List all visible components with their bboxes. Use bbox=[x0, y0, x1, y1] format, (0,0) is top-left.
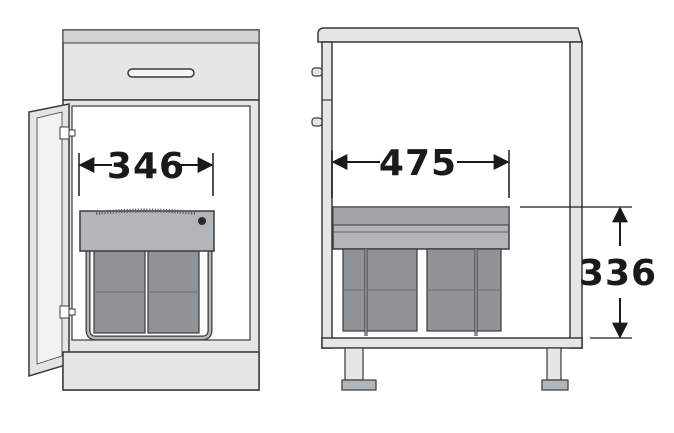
side-view-cabinet bbox=[311, 27, 583, 391]
cabinet-front-panel bbox=[321, 41, 333, 349]
door-knob-side bbox=[311, 117, 323, 127]
cabinet-back-panel bbox=[569, 41, 583, 349]
hinge-top bbox=[59, 126, 76, 140]
hinge-bottom bbox=[59, 305, 76, 319]
width-dimension-label: 346 bbox=[107, 146, 185, 187]
cabinet-bottom bbox=[321, 337, 583, 349]
height-dimension-label: 336 bbox=[579, 253, 657, 294]
front-bin-unit bbox=[79, 208, 215, 341]
leg-back bbox=[541, 347, 569, 391]
open-door-edge bbox=[36, 111, 63, 365]
height-dimension: 336 bbox=[520, 206, 657, 339]
leg-front bbox=[341, 347, 377, 391]
drawer-top-edge bbox=[62, 29, 260, 44]
drawer-handle bbox=[127, 68, 195, 78]
side-bin-unit bbox=[332, 206, 510, 336]
depth-dimension-label: 475 bbox=[379, 143, 457, 184]
width-dimension: 346 bbox=[78, 146, 214, 196]
front-view-cabinet bbox=[28, 29, 260, 391]
front-plinth bbox=[62, 351, 260, 391]
drawer-knob-side bbox=[311, 67, 323, 77]
front-bin-lid bbox=[79, 210, 215, 252]
depth-dimension: 475 bbox=[331, 143, 510, 198]
front-lid-knob bbox=[198, 217, 206, 225]
countertop bbox=[317, 27, 583, 43]
